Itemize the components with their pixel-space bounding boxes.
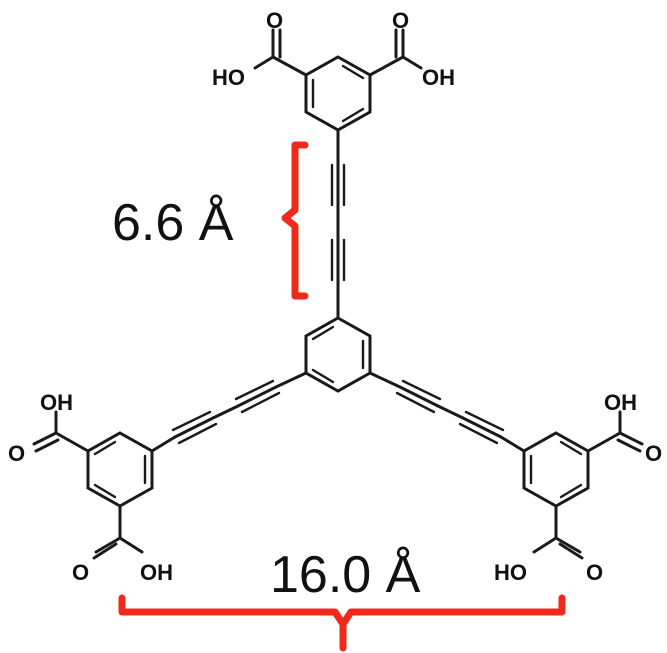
left-diyne-linker <box>150 371 308 453</box>
right-lower-hydroxyl-label: HO <box>494 560 527 585</box>
right-lower-carboxyl: HO O <box>494 504 603 585</box>
right-upper-hydroxyl-label: OH <box>604 390 637 415</box>
long-dimension-annotation: 16.0 Å <box>118 546 566 652</box>
left-benzene-ring <box>86 431 154 508</box>
right-lower-oxygen-label: O <box>586 560 603 585</box>
right-upper-carboxyl: OH O <box>586 390 662 466</box>
right-benzene-ring <box>522 431 590 508</box>
long-dimension-label: 16.0 Å <box>270 546 421 604</box>
short-dimension-bracket <box>281 141 309 300</box>
top-right-oxygen-label: O <box>392 8 409 33</box>
right-diyne-linker <box>368 371 526 453</box>
left-upper-carboxyl: OH O <box>8 390 90 466</box>
short-dimension-label: 6.6 Å <box>112 194 234 252</box>
top-right-hydroxyl-label: OH <box>422 65 455 90</box>
long-dimension-bracket <box>118 594 566 652</box>
top-left-hydroxyl-label: HO <box>212 65 245 90</box>
left-lower-oxygen-label: O <box>72 560 89 585</box>
central-benzene-ring <box>304 316 372 393</box>
short-dimension-annotation: 6.6 Å <box>112 141 309 300</box>
top-left-carboxyl: O HO <box>212 8 308 90</box>
left-lower-hydroxyl-label: OH <box>140 560 173 585</box>
right-upper-oxygen-label: O <box>645 441 662 466</box>
left-lower-carboxyl: O OH <box>72 504 173 585</box>
left-upper-hydroxyl-label: OH <box>40 390 73 415</box>
top-right-carboxyl: O OH <box>368 8 455 90</box>
top-benzene-ring <box>304 55 372 132</box>
left-upper-oxygen-label: O <box>8 441 25 466</box>
top-left-oxygen-label: O <box>266 8 283 33</box>
top-diyne-linker <box>330 128 346 320</box>
